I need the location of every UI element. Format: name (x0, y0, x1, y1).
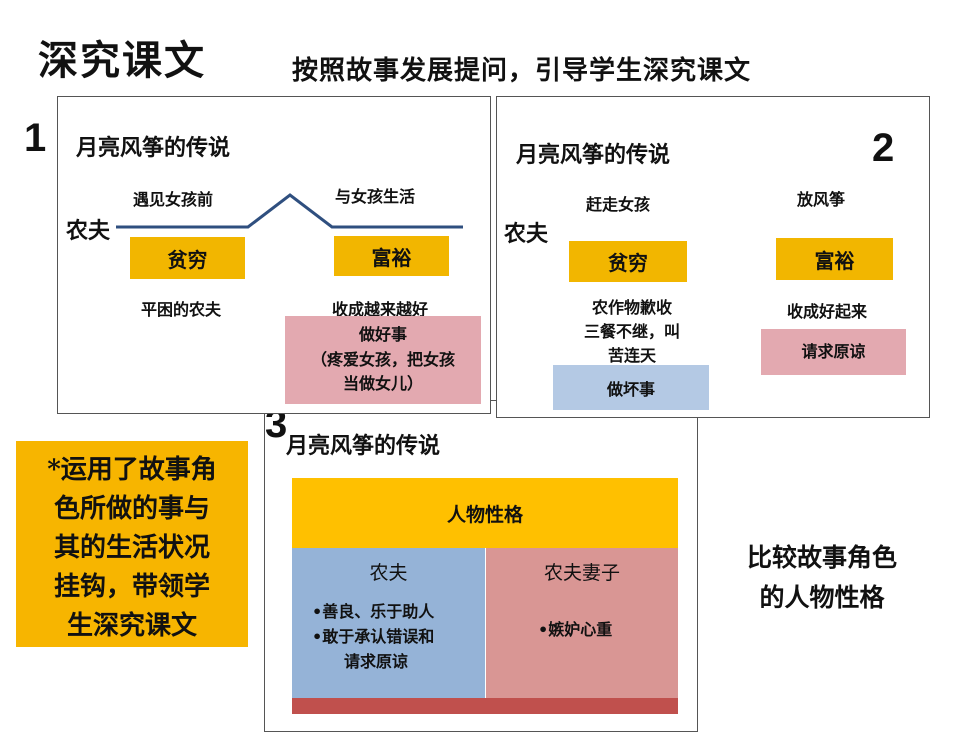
panel-1-right-phase: 与女孩生活 (335, 187, 416, 206)
panel-2-poor-label: 贫穷 (608, 251, 648, 275)
panel-1-title: 月亮风筝的传说 (76, 135, 231, 161)
panel-1-left-phase: 遇见女孩前 (133, 190, 214, 209)
farmer-trait-3: 请求原谅 (344, 652, 409, 671)
panel-2-rich-label: 富裕 (814, 248, 855, 273)
panel-1-deed-line-3: 当做女儿） (342, 374, 423, 394)
panel-2-rich-box: 富裕 (776, 238, 893, 280)
note-line-5: 生深究课文 (66, 611, 197, 641)
panel-1-poor-box: 贫穷 (130, 237, 245, 279)
panel-1-rich-box: 富裕 (334, 236, 449, 276)
page-subtitle: 按照故事发展提问，引导学生深究课文 (292, 56, 752, 86)
teaching-note: *运用了故事角 色所做的事与 其的生活状况 挂钩，带领学 生深究课文 (16, 441, 248, 647)
panel-1-right-desc: 收成越来越好 (332, 300, 429, 319)
farmer-column-title: 农夫 (369, 562, 408, 584)
note-line-1: *运用了故事角 (47, 455, 217, 485)
compare-line-2: 的人物性格 (759, 583, 885, 612)
panel-2-right-desc: 收成好起来 (787, 302, 868, 321)
farmer-trait-2: •敢于承认错误和 (312, 627, 435, 646)
panel-2-bad-deed-box: 做坏事 (553, 365, 709, 410)
panel-1-poor-label: 贫穷 (167, 247, 208, 272)
traits-header-label: 人物性格 (446, 503, 523, 526)
panel-1-farmer-label: 农夫 (66, 218, 111, 244)
panel-1-deed-line-1: 做好事 (358, 324, 407, 344)
panel-2-right-phase: 放风筝 (797, 190, 846, 209)
traits-header: 人物性格 (292, 478, 678, 548)
panel-2-left-desc-line-1: 农作物歉收 (591, 298, 672, 317)
panel-1-good-deed-box: 做好事 （疼爱女孩，把女孩 当做女儿） (285, 316, 481, 404)
note-line-4: 挂钩，带领学 (53, 572, 210, 602)
panel-2-apology-label: 请求原谅 (801, 341, 866, 361)
panel-2-number: 2 (872, 126, 895, 170)
panel-2-apology-box: 请求原谅 (761, 329, 906, 375)
panel-2-left-desc-line-2: 三餐不继，叫 (583, 322, 680, 341)
panel-2-bad-deed-label: 做坏事 (606, 379, 655, 399)
panel-1-deed-line-2: （疼爱女孩，把女孩 (310, 349, 455, 369)
traits-table: 人物性格 农夫 •善良、乐于助人 •敢于承认错误和 请求原谅 农夫妻子 •嫉妒心… (292, 478, 678, 714)
wife-trait-1: •嫉妒心重 (538, 620, 613, 639)
compare-caption: 比较故事角色 的人物性格 (712, 538, 932, 618)
panel-2-left-desc-line-3: 苦连天 (607, 346, 656, 365)
panel-3-title: 月亮风筝的传说 (286, 433, 441, 459)
panel-2-farmer-label: 农夫 (504, 221, 549, 247)
panel-1-number: 1 (24, 116, 47, 160)
panel-2-poor-box: 贫穷 (569, 241, 687, 282)
panel-1-left-desc: 平困的农夫 (141, 300, 222, 319)
compare-line-1: 比较故事角色 (746, 543, 897, 572)
note-line-2: 色所做的事与 (53, 494, 210, 524)
farmer-trait-1: •善良、乐于助人 (312, 602, 435, 621)
panel-1-rich-label: 富裕 (371, 245, 412, 270)
table-footer-bar (292, 698, 678, 714)
wife-traits-cell: 农夫妻子 •嫉妒心重 (486, 548, 678, 698)
panel-2-left-desc: 农作物歉收 三餐不继，叫 苦连天 (557, 296, 707, 368)
wife-column-title: 农夫妻子 (543, 562, 620, 584)
farmer-traits-cell: 农夫 •善良、乐于助人 •敢于承认错误和 请求原谅 (292, 548, 486, 698)
panel-2-title: 月亮风筝的传说 (516, 142, 671, 168)
panel-2-left-phase: 赶走女孩 (586, 195, 651, 214)
note-line-3: 其的生活状况 (53, 533, 210, 563)
page-title: 深究课文 (38, 37, 206, 84)
